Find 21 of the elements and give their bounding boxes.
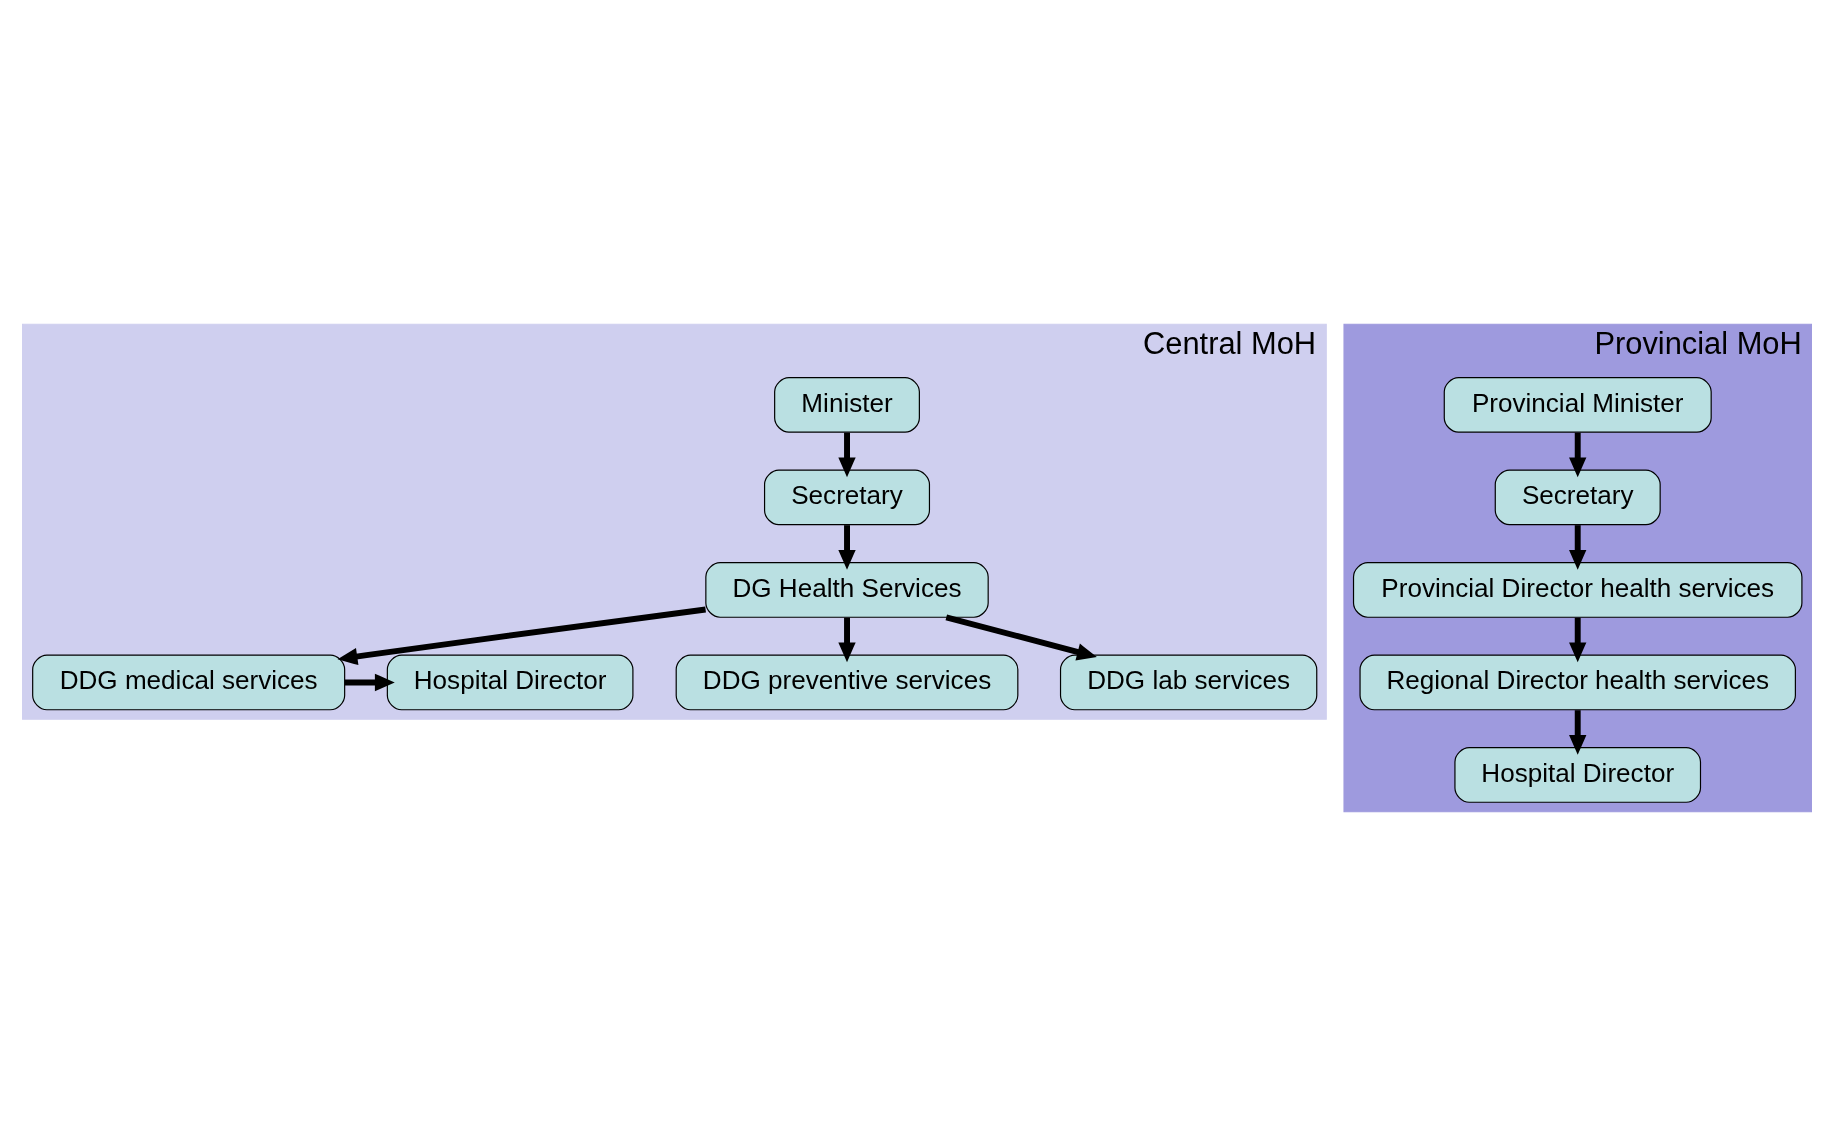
node-box: Minister — [774, 376, 920, 433]
arrow — [838, 617, 856, 662]
node-box: Provincial Minister — [1443, 376, 1712, 433]
arrow — [1569, 524, 1587, 570]
node-box: DDG preventive services — [675, 654, 1019, 710]
node-box: Regional Director health services — [1359, 654, 1796, 710]
arrow — [838, 432, 856, 477]
node-box: Secretary — [1494, 469, 1661, 525]
node-box: DDG lab services — [1059, 654, 1318, 710]
arrow — [337, 606, 706, 665]
arrow — [1569, 709, 1587, 755]
arrow — [838, 524, 856, 570]
node-box: DDG medical services — [32, 654, 346, 710]
arrow — [1569, 432, 1587, 477]
node-box: DG Health Services — [705, 561, 989, 618]
node-box: Secretary — [763, 469, 931, 525]
node-box: Hospital Director — [386, 654, 634, 710]
node-box: Provincial Director health services — [1352, 561, 1803, 618]
node-box: Hospital Director — [1454, 746, 1702, 803]
arrow — [1569, 617, 1587, 662]
arrow — [344, 673, 395, 691]
